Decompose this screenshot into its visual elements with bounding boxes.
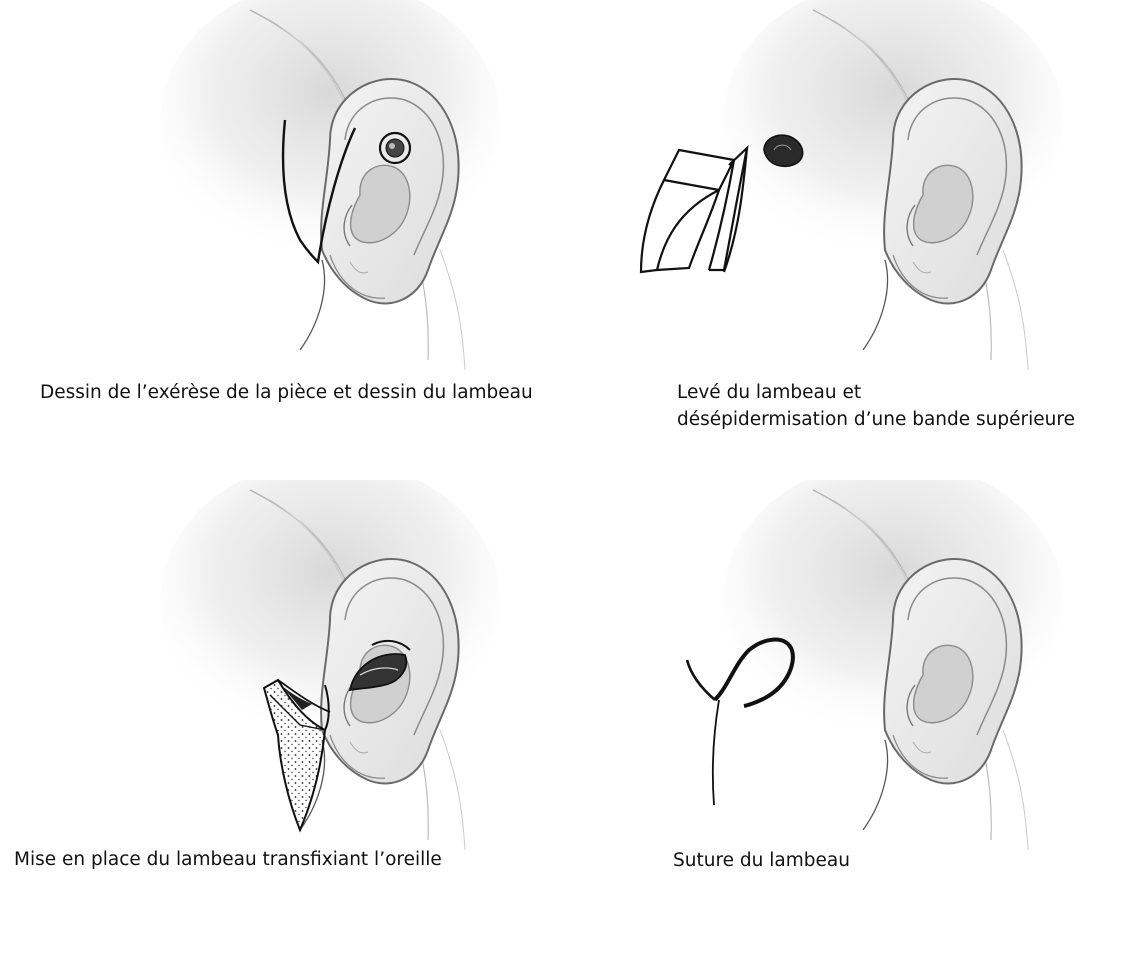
flap-outline	[641, 148, 747, 272]
caption-panel-2: Levé du lambeau et désépidermisation d’u…	[677, 379, 1075, 433]
panel-flap-placement: Mise en place du lambeau transfixiant l’…	[0, 480, 569, 960]
caption-panel-4: Suture du lambeau	[673, 847, 850, 874]
lesion-mark	[764, 135, 803, 166]
ear-drawing	[0, 480, 569, 870]
panel-suture: Suture du lambeau	[569, 480, 1138, 960]
caption-panel-3: Mise en place du lambeau transfixiant l’…	[14, 846, 442, 873]
ear-drawing	[0, 0, 569, 390]
caption-panel-1: Dessin de l’exérèse de la pièce et dessi…	[40, 379, 533, 406]
ear-drawing	[569, 480, 1138, 870]
ear-drawing	[569, 0, 1138, 390]
panel-drawing-excision: Dessin de l’exérèse de la pièce et dessi…	[0, 0, 569, 480]
panel-flap-raised: Levé du lambeau et désépidermisation d’u…	[569, 0, 1138, 480]
